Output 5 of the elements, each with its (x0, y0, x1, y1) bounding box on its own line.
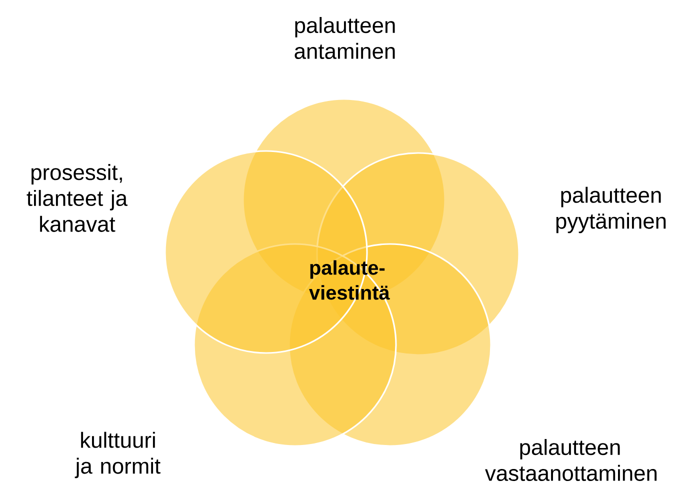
circle-label: kulttuuri ja normit (74, 432, 160, 478)
circle-label: palautteen vastaanottaminen (485, 439, 657, 481)
circle-label: palautteen pyytäminen (556, 186, 666, 234)
circle-label: palautteen antaminen (294, 16, 395, 59)
circle-label: prosessit, tilanteet ja kanavat (26, 164, 128, 232)
